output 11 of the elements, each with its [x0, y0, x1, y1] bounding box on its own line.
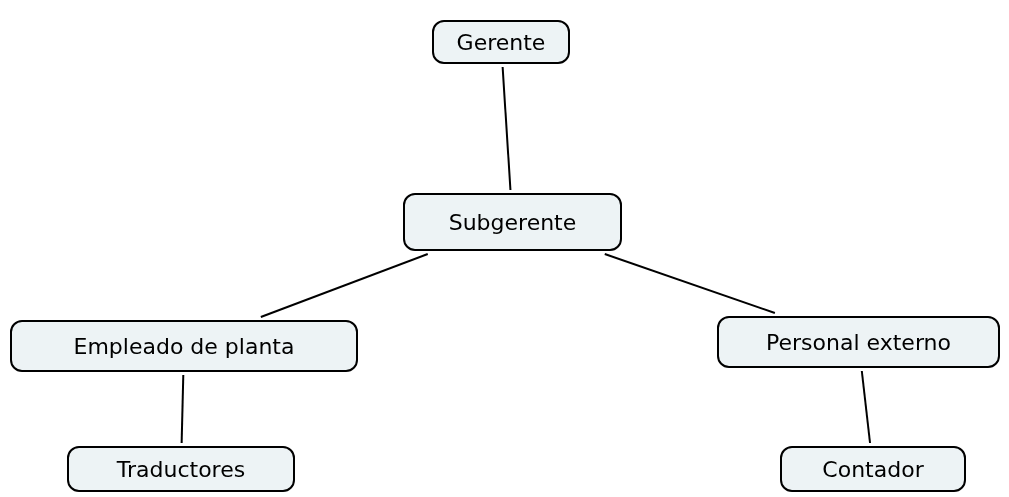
- connector-line: [603, 253, 776, 314]
- connector-line: [501, 66, 512, 191]
- node-box: Subgerente: [403, 193, 622, 251]
- node-box: Personal externo: [717, 316, 1000, 368]
- connector-line: [180, 374, 185, 444]
- node-box: Contador: [780, 446, 966, 492]
- connector-line: [860, 370, 872, 444]
- node-box: Empleado de planta: [10, 320, 358, 372]
- node-box: Traductores: [67, 446, 295, 492]
- node-box: Gerente: [432, 20, 570, 64]
- connector-line: [259, 253, 429, 318]
